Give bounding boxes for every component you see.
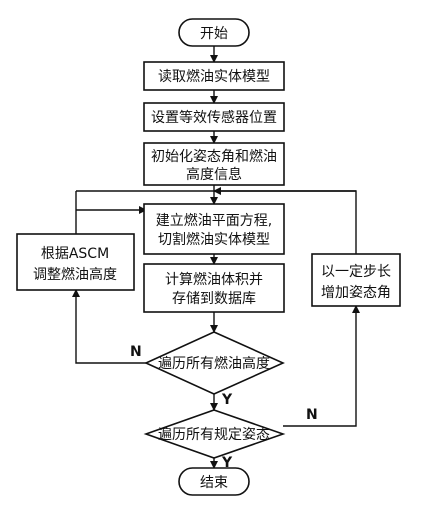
adjust-label-line1: 根据ASCM [41,246,109,262]
step-angle-box [311,253,401,307]
volume-label-line2: 存储到数据库 [172,291,256,307]
attitude-decision [143,409,286,459]
adjust-height-box [16,233,135,291]
step-label-line1: 以一定步长 [321,264,391,280]
plane-label-line2: 切割燃油实体模型 [158,231,270,248]
init-label-line1: 初始化姿态角和燃油 [151,148,277,165]
end-terminal [178,467,250,496]
edge-height-no [72,289,146,364]
sensor-label: 设置等效传感器位置 [151,109,277,126]
volume-label-line1: 计算燃油体积并 [165,271,263,288]
read-model-label: 读取燃油实体模型 [158,68,270,85]
edge-attitude-no [283,305,360,427]
sensor-box [143,102,285,132]
init-box [143,142,285,186]
plane-box [143,203,285,255]
init-label-line2: 高度信息 [186,166,242,183]
end-label: 结束 [200,475,228,491]
attitude-decision-label: 遍历所有规定姿态 [158,427,270,443]
height-decision-label: 遍历所有燃油高度 [158,355,270,372]
start-terminal [178,18,250,47]
height-no-label: N [130,344,142,360]
height-yes-label: Y [221,392,233,408]
start-label: 开始 [200,26,228,42]
height-decision [144,331,285,395]
edge-step-up [213,187,357,254]
volume-box [143,263,285,313]
attitude-yes-label: Y [221,455,233,471]
read-model-box [143,61,285,91]
adjust-label-line2: 调整燃油高度 [33,266,117,283]
plane-label-line1: 建立燃油平面方程, [156,212,272,229]
attitude-no-label: N [306,407,318,423]
step-label-line2: 增加姿态角 [321,285,391,301]
